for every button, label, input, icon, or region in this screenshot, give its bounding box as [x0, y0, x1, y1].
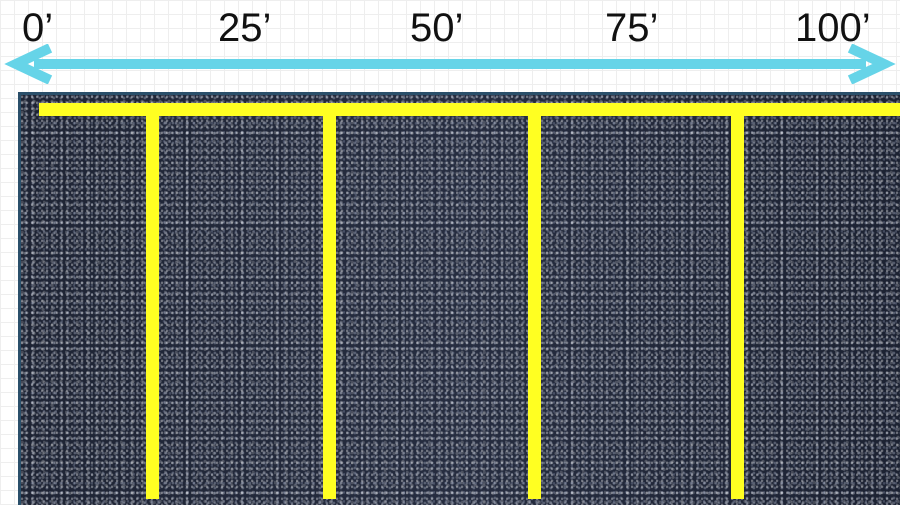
label-50-ft: 50’ [410, 6, 464, 50]
label-100-ft: 100’ [795, 6, 871, 50]
label-25-ft: 25’ [218, 6, 272, 50]
arrow-head-left [4, 44, 53, 84]
label-75-ft: 75’ [605, 6, 659, 50]
double-arrow-icon [4, 44, 896, 84]
label-0-ft: 0’ [22, 6, 54, 50]
yellow-stripe-2 [323, 109, 336, 499]
asphalt-surface [18, 92, 900, 505]
top-yellow-line [39, 103, 900, 116]
yellow-stripe-1 [146, 109, 159, 499]
yellow-stripe-3 [528, 109, 541, 499]
yellow-stripe-4 [731, 109, 744, 499]
arrow-head-right [847, 44, 896, 84]
